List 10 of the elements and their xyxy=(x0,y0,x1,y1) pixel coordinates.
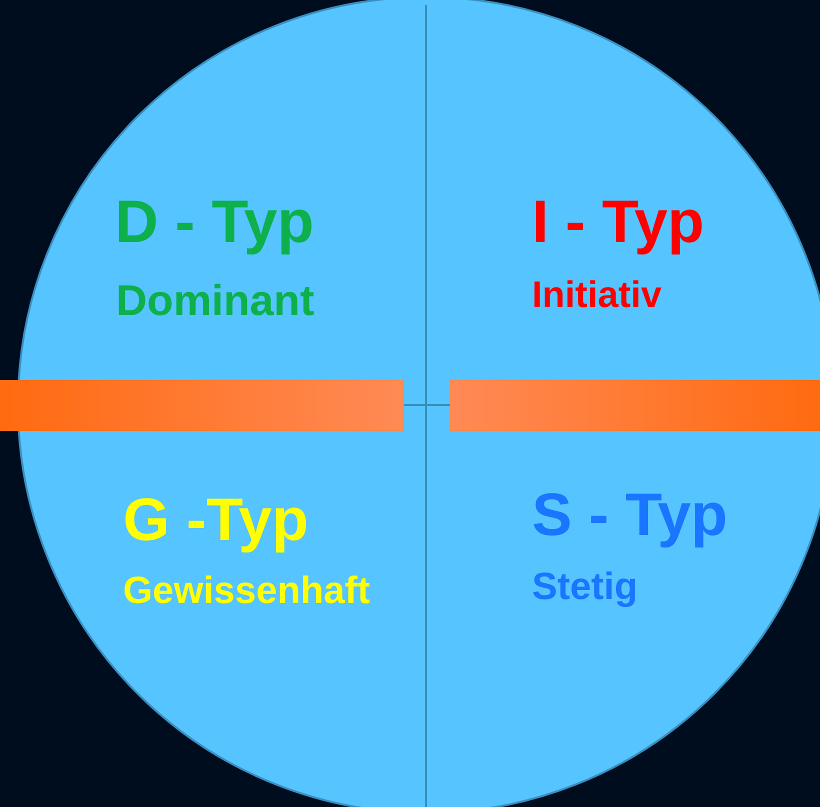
type-heading: I - Typ xyxy=(532,192,704,252)
type-heading: G -Typ xyxy=(123,490,309,550)
bar xyxy=(0,380,404,431)
type-heading: D - Typ xyxy=(115,192,314,252)
type-heading: S - Typ xyxy=(532,485,728,545)
type-name: Initiativ xyxy=(532,276,662,313)
type-name: Dominant xyxy=(116,280,314,323)
type-name: Stetig xyxy=(532,568,638,606)
bar xyxy=(450,380,820,431)
type-name: Gewissenhaft xyxy=(123,572,370,610)
